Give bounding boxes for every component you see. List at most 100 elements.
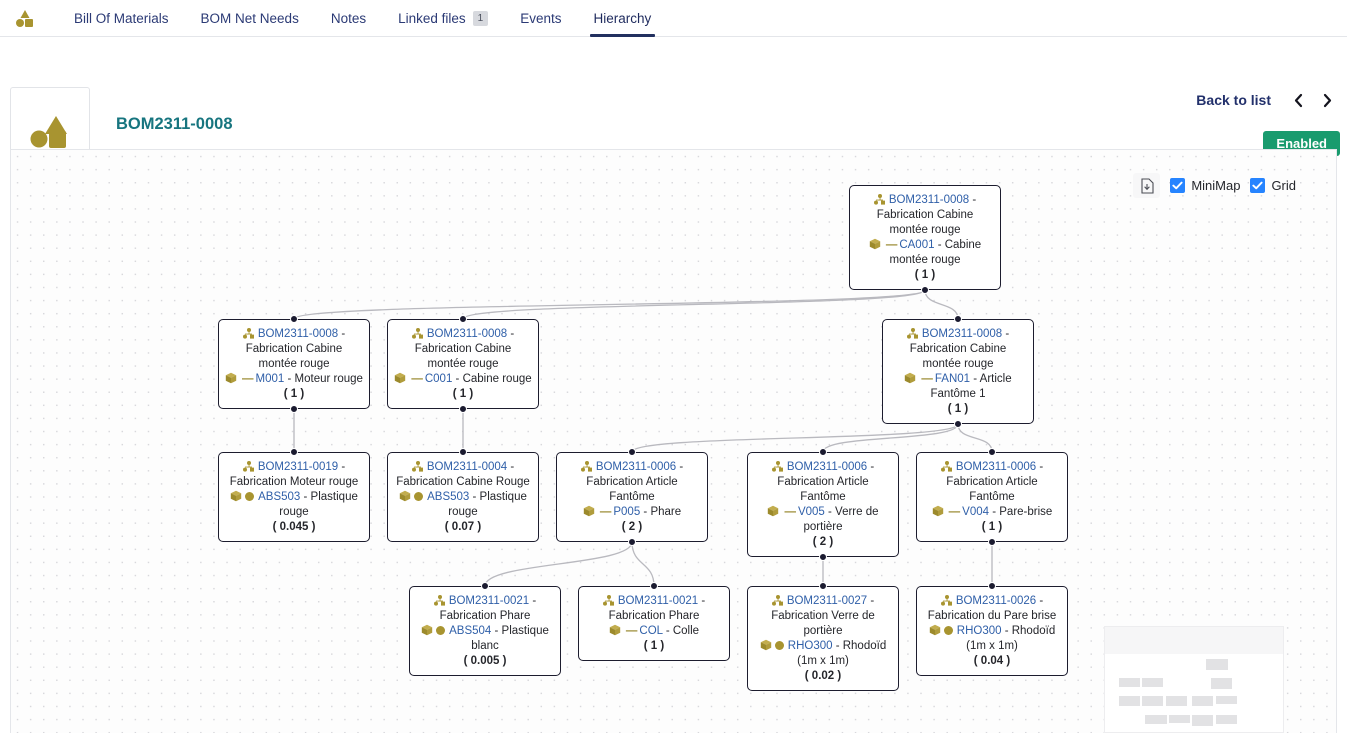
tab-hierarchy[interactable]: Hierarchy	[578, 0, 668, 37]
dash-separator-icon: —	[921, 373, 933, 385]
node-anchor-point	[481, 582, 489, 590]
tab-notes[interactable]: Notes	[315, 0, 382, 37]
download-file-icon[interactable]	[1133, 173, 1161, 198]
grid-checkbox[interactable]	[1250, 178, 1266, 193]
node-quantity: ( 1 )	[643, 640, 665, 652]
tree-node[interactable]: BOM2311-0006 - Fabrication Article Fantô…	[747, 452, 899, 557]
tree-node[interactable]: BOM2311-0008 - Fabrication Cabine montée…	[882, 319, 1034, 424]
tree-node[interactable]: BOM2311-0021 - Fabrication Phare—COL - C…	[578, 586, 730, 661]
chevron-right-icon[interactable]	[1316, 89, 1338, 111]
tab-events[interactable]: Events	[504, 0, 577, 37]
tree-node[interactable]: BOM2311-0006 - Fabrication Article Fantô…	[556, 452, 708, 542]
node-item-line: —COL - Colle	[585, 624, 723, 639]
minimap-node	[1192, 714, 1214, 726]
node-bom-code[interactable]: BOM2311-0008	[426, 328, 508, 340]
hierarchy-canvas[interactable]: MiniMap Grid BOM2311-0008 - Fabrication …	[10, 149, 1337, 733]
tab-bom-net-needs[interactable]: BOM Net Needs	[185, 0, 315, 37]
node-item-code[interactable]: C001	[424, 373, 453, 385]
node-anchor-point	[819, 448, 827, 456]
tree-node[interactable]: BOM2311-0008 - Fabrication Cabine montée…	[218, 319, 370, 409]
minimap-node	[1215, 714, 1237, 725]
node-quantity: ( 0.005 )	[463, 655, 507, 667]
node-item-code[interactable]: V005	[797, 506, 825, 518]
tree-node[interactable]: BOM2311-0027 - Fabrication Verre de port…	[747, 586, 899, 691]
node-bom-code[interactable]: BOM2311-0026	[955, 595, 1037, 607]
node-bom-code[interactable]: BOM2311-0021	[617, 595, 699, 607]
node-item-code[interactable]: RHO300	[787, 640, 833, 652]
node-quantity: ( 1 )	[981, 521, 1003, 533]
node-bom-line: BOM2311-0006 - Fabrication Article Fantô…	[754, 460, 892, 505]
node-bom-code[interactable]: BOM2311-0006	[786, 461, 868, 473]
node-anchor-point	[988, 538, 996, 546]
node-bom-line: BOM2311-0006 - Fabrication Article Fantô…	[923, 460, 1061, 505]
node-quantity: ( 0.07 )	[444, 521, 482, 533]
grid-label: Grid	[1271, 178, 1296, 193]
node-anchor-point	[819, 553, 827, 561]
node-bom-line: BOM2311-0008 - Fabrication Cabine montée…	[889, 327, 1027, 372]
node-item-code[interactable]: RHO300	[956, 625, 1002, 637]
material-dot-icon	[414, 492, 424, 501]
minimap-node	[1211, 677, 1233, 689]
node-item-line: —C001 - Cabine rouge	[394, 372, 532, 387]
node-item-code[interactable]: FAN01	[934, 373, 971, 385]
node-bom-code[interactable]: BOM2311-0027	[786, 595, 868, 607]
canvas-toolbar: MiniMap Grid	[1133, 173, 1296, 198]
node-bom-line: BOM2311-0008 - Fabrication Cabine montée…	[856, 193, 994, 238]
node-item-line: RHO300 - Rhodoïd (1m x 1m)	[754, 639, 892, 669]
tree-node[interactable]: BOM2311-0026 - Fabrication du Pare brise…	[916, 586, 1068, 676]
node-anchor-point	[628, 538, 636, 546]
back-to-list-button[interactable]: Back to list	[1196, 92, 1271, 108]
minimap-checkbox[interactable]	[1170, 178, 1186, 193]
node-bom-code[interactable]: BOM2311-0006	[595, 461, 677, 473]
minimap-panel[interactable]	[1104, 626, 1284, 733]
node-item-code[interactable]: CA001	[899, 239, 935, 251]
material-dot-icon	[943, 626, 953, 635]
node-bom-code[interactable]: BOM2311-0021	[448, 595, 530, 607]
dash-separator-icon: —	[411, 373, 423, 385]
minimap-node	[1142, 696, 1164, 706]
minimap-node	[1165, 696, 1187, 706]
node-bom-code[interactable]: BOM2311-0004	[426, 461, 508, 473]
node-quantity: ( 1 )	[452, 388, 474, 400]
tab-label: Bill Of Materials	[74, 10, 169, 26]
minimap-toggle[interactable]: MiniMap	[1170, 178, 1240, 193]
top-tab-bar: Bill Of Materials BOM Net Needs Notes Li…	[0, 0, 1347, 37]
app-logo-icon[interactable]	[12, 5, 38, 31]
node-item-code[interactable]: ABS503	[427, 491, 470, 503]
node-item-code[interactable]: ABS504	[449, 625, 492, 637]
node-quantity: ( 2 )	[621, 521, 643, 533]
node-bom-line: BOM2311-0008 - Fabrication Cabine montée…	[225, 327, 363, 372]
minimap-header	[1105, 627, 1283, 654]
tab-bill-of-materials[interactable]: Bill Of Materials	[58, 0, 185, 37]
node-item-code[interactable]: M001	[255, 373, 285, 385]
node-item-code[interactable]: P005	[613, 506, 641, 518]
node-quantity: ( 0.04 )	[973, 655, 1011, 667]
grid-toggle[interactable]: Grid	[1250, 178, 1296, 193]
node-anchor-point	[988, 582, 996, 590]
node-item-code[interactable]: COL	[639, 625, 663, 637]
dash-separator-icon: —	[784, 506, 796, 518]
tab-label: BOM Net Needs	[200, 10, 299, 26]
node-bom-code[interactable]: BOM2311-0008	[921, 328, 1003, 340]
node-item-code[interactable]: V004	[962, 506, 990, 518]
tab-label: Hierarchy	[593, 10, 652, 26]
tab-linked-files[interactable]: Linked files 1	[382, 0, 504, 37]
node-bom-code[interactable]: BOM2311-0019	[257, 461, 339, 473]
node-item-code[interactable]: ABS503	[258, 491, 301, 503]
tree-node[interactable]: BOM2311-0008 - Fabrication Cabine montée…	[849, 185, 1001, 290]
chevron-left-icon[interactable]	[1287, 89, 1309, 111]
minimap-node	[1119, 696, 1141, 706]
node-bom-code[interactable]: BOM2311-0006	[955, 461, 1037, 473]
tree-node[interactable]: BOM2311-0006 - Fabrication Article Fantô…	[916, 452, 1068, 542]
node-anchor-point	[459, 405, 467, 413]
tree-node[interactable]: BOM2311-0008 - Fabrication Cabine montée…	[387, 319, 539, 409]
node-anchor-point	[819, 582, 827, 590]
node-item-line: RHO300 - Rhodoïd (1m x 1m)	[923, 624, 1061, 654]
node-item-line: ABS504 - Plastique blanc	[416, 624, 554, 654]
node-quantity: ( 1 )	[914, 269, 936, 281]
node-bom-code[interactable]: BOM2311-0008	[888, 194, 970, 206]
node-bom-code[interactable]: BOM2311-0008	[257, 328, 339, 340]
